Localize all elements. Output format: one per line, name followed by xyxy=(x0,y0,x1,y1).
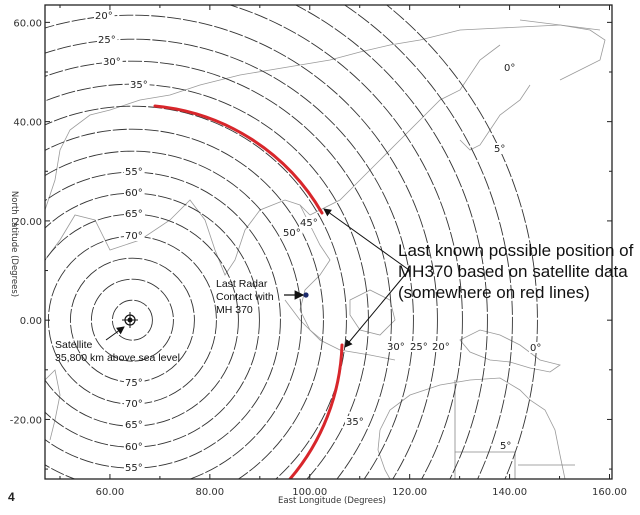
x-tick-label: 160.00 xyxy=(592,487,627,498)
callout-line-1: Last known possible position of xyxy=(398,241,634,260)
plot-frame xyxy=(44,4,613,480)
satellite-label-line-1: Satellite xyxy=(55,339,93,351)
elevation-ring xyxy=(111,299,153,341)
x-axis: 60.00 80.00 100.00 120.00 140.00 160.00 xyxy=(59,5,627,498)
y-tick-label: 0.00 xyxy=(20,316,42,327)
x-axis-title: East Longitude (Degrees) xyxy=(278,496,386,506)
ring-label: 65° xyxy=(125,420,143,431)
page-number: 4 xyxy=(8,490,15,504)
radar-contact-label: Last Radar Contact with MH 370 xyxy=(216,278,274,317)
callout-text: Last known possible position of MH370 ba… xyxy=(398,240,638,303)
elevation-ring xyxy=(45,38,414,479)
ring-label: 45° xyxy=(300,218,318,229)
ring-labels: 20° 25° 30° 35° 55° 60° 65° 70° 45°50° 30° 25° 20° 0… xyxy=(94,10,544,474)
ring-label: 20° xyxy=(432,342,450,353)
satellite-label: Satellite 35,800 km above sea level xyxy=(55,339,180,365)
elevation-ring xyxy=(45,60,392,479)
elevation-ring xyxy=(228,5,463,479)
ring-label: 55° xyxy=(125,463,143,474)
elevation-ring xyxy=(45,14,438,479)
elevation-ring xyxy=(343,5,513,479)
ring-label: 5° xyxy=(500,441,511,452)
y-tick-label: 60.00 xyxy=(13,18,42,29)
elevation-ring xyxy=(45,128,324,479)
ring-label: 70° xyxy=(125,399,143,410)
x-tick-label: 80.00 xyxy=(196,487,225,498)
ring-label: 0° xyxy=(504,63,515,74)
northern-corridor-arc xyxy=(153,104,324,215)
y-tick-label: -20.00 xyxy=(10,415,42,426)
satellite-marker-icon xyxy=(122,312,138,328)
ring-label: 60° xyxy=(125,442,143,453)
ring-label: 0° xyxy=(530,343,541,354)
x-tick-label: 140.00 xyxy=(492,487,527,498)
satellite-arrow xyxy=(105,326,125,341)
radar-label-line-1: Last Radar xyxy=(216,278,268,290)
elevation-ring xyxy=(45,105,347,479)
possible-position-arcs xyxy=(153,104,344,479)
elevation-ring xyxy=(385,5,538,479)
callout-arrow-north xyxy=(323,208,410,271)
ring-label: 70° xyxy=(125,231,143,242)
elevation-rings xyxy=(45,5,538,479)
ring-label: 60° xyxy=(125,188,143,199)
southern-corridor-arc xyxy=(288,343,344,479)
elevation-ring xyxy=(45,83,369,479)
ring-label: 5° xyxy=(494,144,505,155)
ring-label: 35° xyxy=(130,80,148,91)
ring-label: 25° xyxy=(98,35,116,46)
ring-label: 30° xyxy=(103,57,121,68)
ring-label: 55° xyxy=(125,167,143,178)
elevation-ring xyxy=(90,278,174,362)
satellite-label-line-2: 35,800 km above sea level xyxy=(55,352,180,364)
x-tick-label: 60.00 xyxy=(96,487,125,498)
elevation-ring xyxy=(45,150,302,479)
ring-label: 30° xyxy=(387,342,405,353)
callout-line-2: MH370 based on satellite data xyxy=(398,262,628,281)
ring-label: 50° xyxy=(283,228,301,239)
callout-arrow-south xyxy=(344,269,410,348)
y-tick-label: 40.00 xyxy=(13,118,42,129)
x-tick-label: 120.00 xyxy=(392,487,427,498)
ring-label: 25° xyxy=(410,342,428,353)
elevation-ring xyxy=(294,5,488,479)
ring-label: 35° xyxy=(346,417,364,428)
callout-line-3: (somewhere on red lines) xyxy=(398,283,590,302)
radar-contact-dot xyxy=(303,292,309,298)
y-tick-label: 20.00 xyxy=(13,217,42,228)
ring-label: 75° xyxy=(125,378,143,389)
radar-label-line-2: Contact with xyxy=(216,291,274,303)
radar-label-line-3: MH 370 xyxy=(216,304,253,316)
ring-label: 65° xyxy=(125,209,143,220)
x-tick-label: 100.00 xyxy=(292,487,327,498)
y-axis-title: North Latitude (Degrees) xyxy=(9,191,19,297)
y-axis: 60.00 40.00 20.00 0.00 -20.00 xyxy=(10,18,612,470)
ring-label: 20° xyxy=(95,11,113,22)
